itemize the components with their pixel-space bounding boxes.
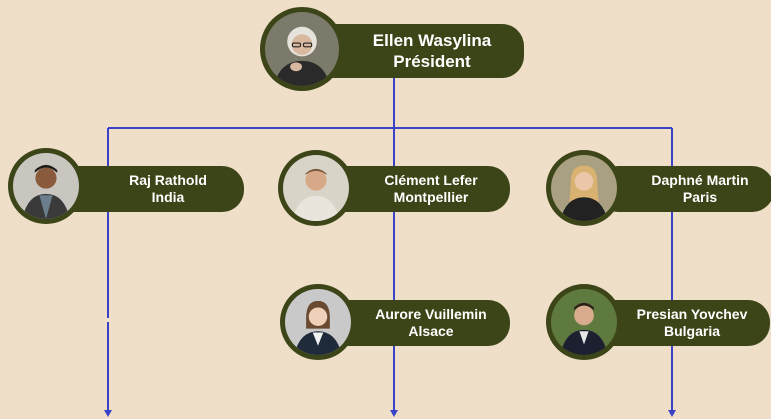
portrait-photo-icon	[551, 155, 617, 221]
daphne-arrowhead	[668, 410, 676, 417]
raj-location: India	[151, 189, 185, 205]
portrait-photo-icon	[285, 289, 351, 355]
raj-name: Raj Rathold	[129, 171, 207, 188]
aurore-location: Alsace	[408, 323, 454, 339]
avatar-daphne-martin	[546, 150, 622, 226]
avatar-aurore-vuillemin	[280, 284, 356, 360]
clement-location: Montpellier	[393, 189, 469, 205]
avatar-clement-lefer	[278, 150, 354, 226]
presian-name: Presian Yovchev	[636, 305, 748, 322]
portrait-photo-icon	[265, 12, 339, 86]
avatar-ellen-wasylina	[260, 7, 344, 91]
portrait-photo-icon	[283, 155, 349, 221]
presian-location: Bulgaria	[663, 323, 720, 339]
raj-arrowhead	[104, 410, 112, 417]
root-name: Ellen Wasylina	[372, 30, 492, 50]
daphne-location: Paris	[682, 189, 718, 205]
root-role: Président	[393, 52, 471, 71]
portrait-photo-icon	[13, 153, 79, 219]
daphne-name: Daphné Martin	[651, 171, 749, 188]
avatar-raj-rathold	[8, 148, 84, 224]
daphne-label-box: Daphné Martin Paris	[596, 166, 771, 212]
avatar-presian-yovchev	[546, 284, 622, 360]
clement-name: Clément Lefer	[384, 171, 478, 188]
aurore-name: Aurore Vuillemin	[375, 305, 487, 322]
portrait-photo-icon	[551, 289, 617, 355]
clement-arrowhead	[390, 410, 398, 417]
